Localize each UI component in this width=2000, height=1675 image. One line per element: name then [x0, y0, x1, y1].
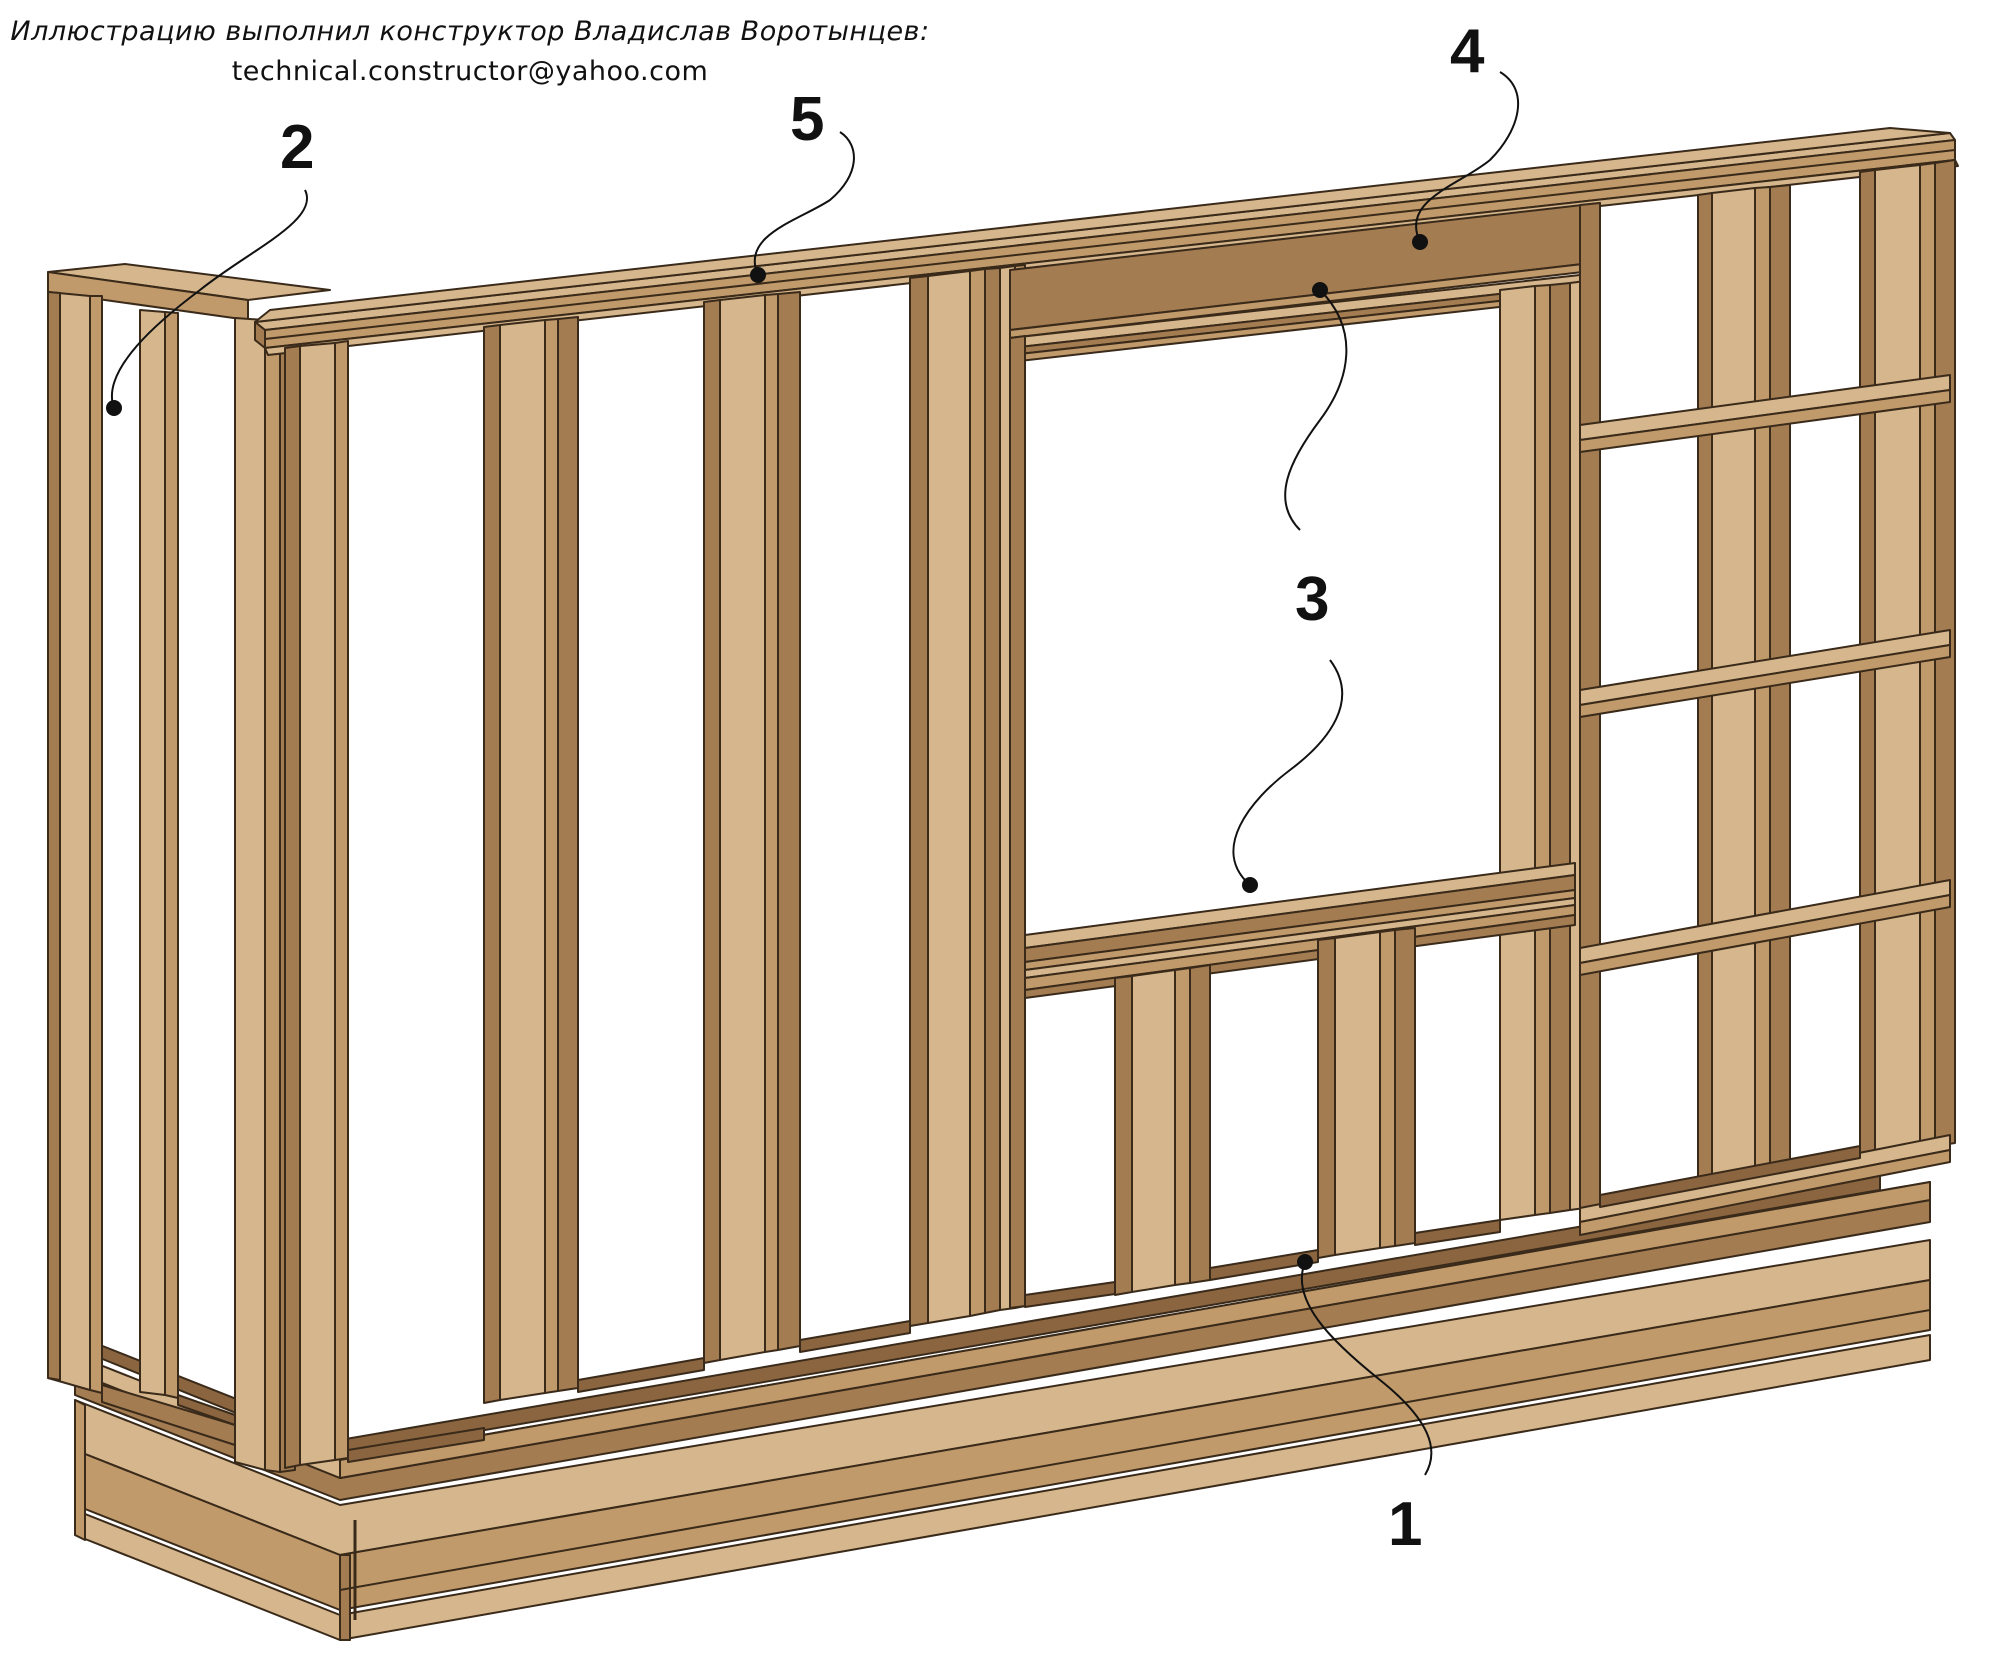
callout-5-dot: [750, 267, 766, 283]
callout-1-label: 1: [1388, 1490, 1422, 1559]
callout-labels: 2 5 4 3 1: [280, 17, 1485, 1559]
author-credit: Иллюстрацию выполнил конструктор Владисл…: [10, 16, 930, 47]
callout-5-label: 5: [790, 85, 824, 154]
corner-post-wall: [47, 263, 331, 1473]
callout-2-label: 2: [280, 113, 314, 182]
callout-3-lower-dot: [1242, 877, 1258, 893]
window-sill: [1024, 862, 1576, 999]
callout-2-dot: [106, 400, 122, 416]
callout-4-dot: [1412, 234, 1428, 250]
window-header-lintel: [1009, 202, 1601, 363]
base-beam: [74, 1174, 1931, 1641]
window-jambs: [1009, 202, 1601, 1309]
author-email: technical.constructor@yahoo.com: [231, 56, 709, 87]
callout-3-label: 3: [1295, 565, 1329, 634]
callout-1-dot: [1297, 1254, 1313, 1270]
cripple-studs: [1024, 927, 1501, 1308]
callout-4-label: 4: [1450, 17, 1485, 86]
callout-leaders: [106, 71, 1519, 1476]
callout-3-upper-dot: [1312, 282, 1328, 298]
studs-left-section: [284, 264, 1026, 1469]
studs-right-section: [1579, 159, 1956, 1236]
